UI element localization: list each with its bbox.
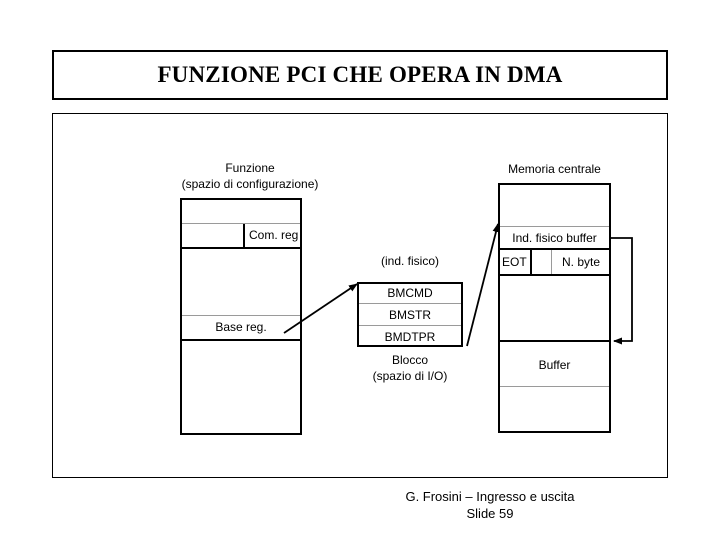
funzione-divider-1	[182, 223, 300, 224]
blocco-divider-1	[359, 303, 461, 304]
memoria-divider-5	[500, 386, 609, 387]
memoria-divider-1	[500, 226, 609, 227]
footer-slide-number: Slide 59	[466, 506, 514, 521]
footer-author-line: G. Frosini – Ingresso e uscita	[405, 489, 575, 504]
blocco-pointer-label: (ind. fisico)	[380, 254, 439, 268]
funzione-box	[180, 198, 302, 435]
page-title: FUNZIONE PCI CHE OPERA IN DMA	[157, 62, 563, 87]
memoria-eot-split-1	[530, 250, 532, 274]
memoria-row-ind-fisico-buffer: Ind. fisico buffer	[512, 231, 597, 245]
blocco-row-bmdtpr: BMDTPR	[384, 330, 436, 344]
memoria-divider-3	[500, 274, 609, 276]
blocco-box	[357, 282, 463, 347]
funzione-comreg-split	[243, 224, 245, 248]
funzione-row-base-reg: Base reg.	[215, 320, 267, 334]
funzione-divider-3	[182, 315, 300, 316]
funzione-caption-line2: (spazio di configurazione)	[181, 177, 319, 191]
memoria-row-buffer: Buffer	[538, 358, 571, 372]
blocco-divider-2	[359, 325, 461, 326]
memoria-row-eot: EOT	[502, 255, 527, 269]
funzione-divider-2	[182, 247, 300, 249]
memoria-row-n-byte: N. byte	[561, 255, 600, 269]
memoria-eot-split-2	[551, 250, 552, 274]
footer: G. Frosini – Ingresso e uscita Slide 59	[300, 488, 680, 522]
memoria-box	[498, 183, 611, 433]
memoria-caption: Memoria centrale	[508, 162, 601, 176]
blocco-caption-line1: Blocco	[391, 353, 429, 367]
blocco-caption-line2: (spazio di I/O)	[372, 369, 448, 383]
funzione-divider-4	[182, 339, 300, 341]
blocco-row-bmstr: BMSTR	[389, 308, 431, 322]
blocco-row-bmcmd: BMCMD	[387, 286, 433, 300]
title-box: FUNZIONE PCI CHE OPERA IN DMA	[52, 50, 668, 100]
memoria-divider-4	[500, 340, 609, 342]
funzione-row-com-reg: Com. reg	[249, 228, 299, 242]
memoria-divider-2	[500, 248, 609, 250]
funzione-caption-line1: Funzione	[225, 161, 275, 175]
